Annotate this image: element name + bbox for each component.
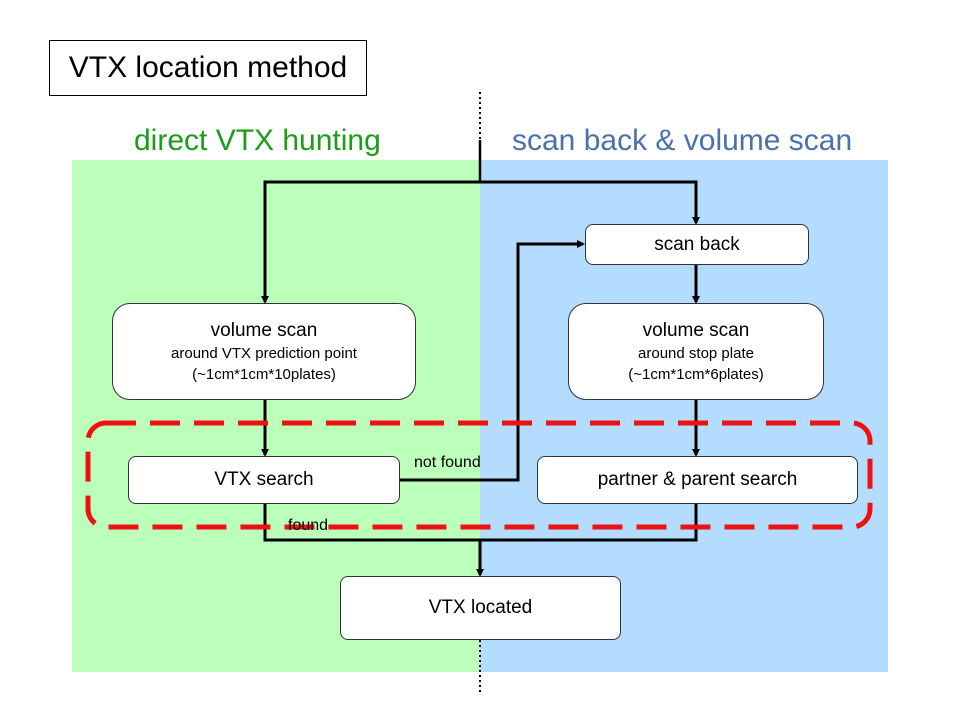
scan-back-label: scan back <box>654 233 740 255</box>
volume-scan-left-label: volume scan <box>210 319 318 341</box>
found-label: found <box>288 517 329 534</box>
volume-scan-right-node: volume scan around stop plate (~1cm*1cm*… <box>568 303 824 400</box>
direct-hunting-heading: direct VTX hunting <box>134 124 381 157</box>
scan-back-heading: scan back & volume scan <box>512 124 853 157</box>
volume-scan-right-label: volume scan <box>642 319 750 341</box>
vtx-located-label: VTX located <box>428 597 533 618</box>
partner-parent-search-label: partner & parent search <box>597 469 798 490</box>
volume-scan-right-size: (~1cm*1cm*6plates) <box>628 365 764 383</box>
vtx-located-node: VTX located <box>340 576 621 640</box>
scan-back-node: scan back <box>585 224 809 265</box>
volume-scan-left-size: (~1cm*1cm*10plates) <box>192 365 336 383</box>
diagram-title: VTX location method <box>49 40 367 96</box>
split-arrow-right <box>480 180 700 225</box>
volume-scan-left-detail: around VTX prediction point <box>171 344 357 362</box>
search-highlight-region <box>85 420 873 530</box>
not-found-label: not found <box>414 454 481 471</box>
split-arrow-left <box>261 180 480 304</box>
vtx-search-label: VTX search <box>214 469 314 490</box>
vtx-search-node: VTX search <box>128 456 400 504</box>
volume-scan-left-node: volume scan around VTX prediction point … <box>112 303 416 400</box>
volume-scan-right-detail: around stop plate <box>638 344 754 362</box>
merge-line <box>263 503 698 542</box>
partner-parent-search-node: partner & parent search <box>537 456 858 504</box>
not-found-arrow <box>400 240 585 482</box>
